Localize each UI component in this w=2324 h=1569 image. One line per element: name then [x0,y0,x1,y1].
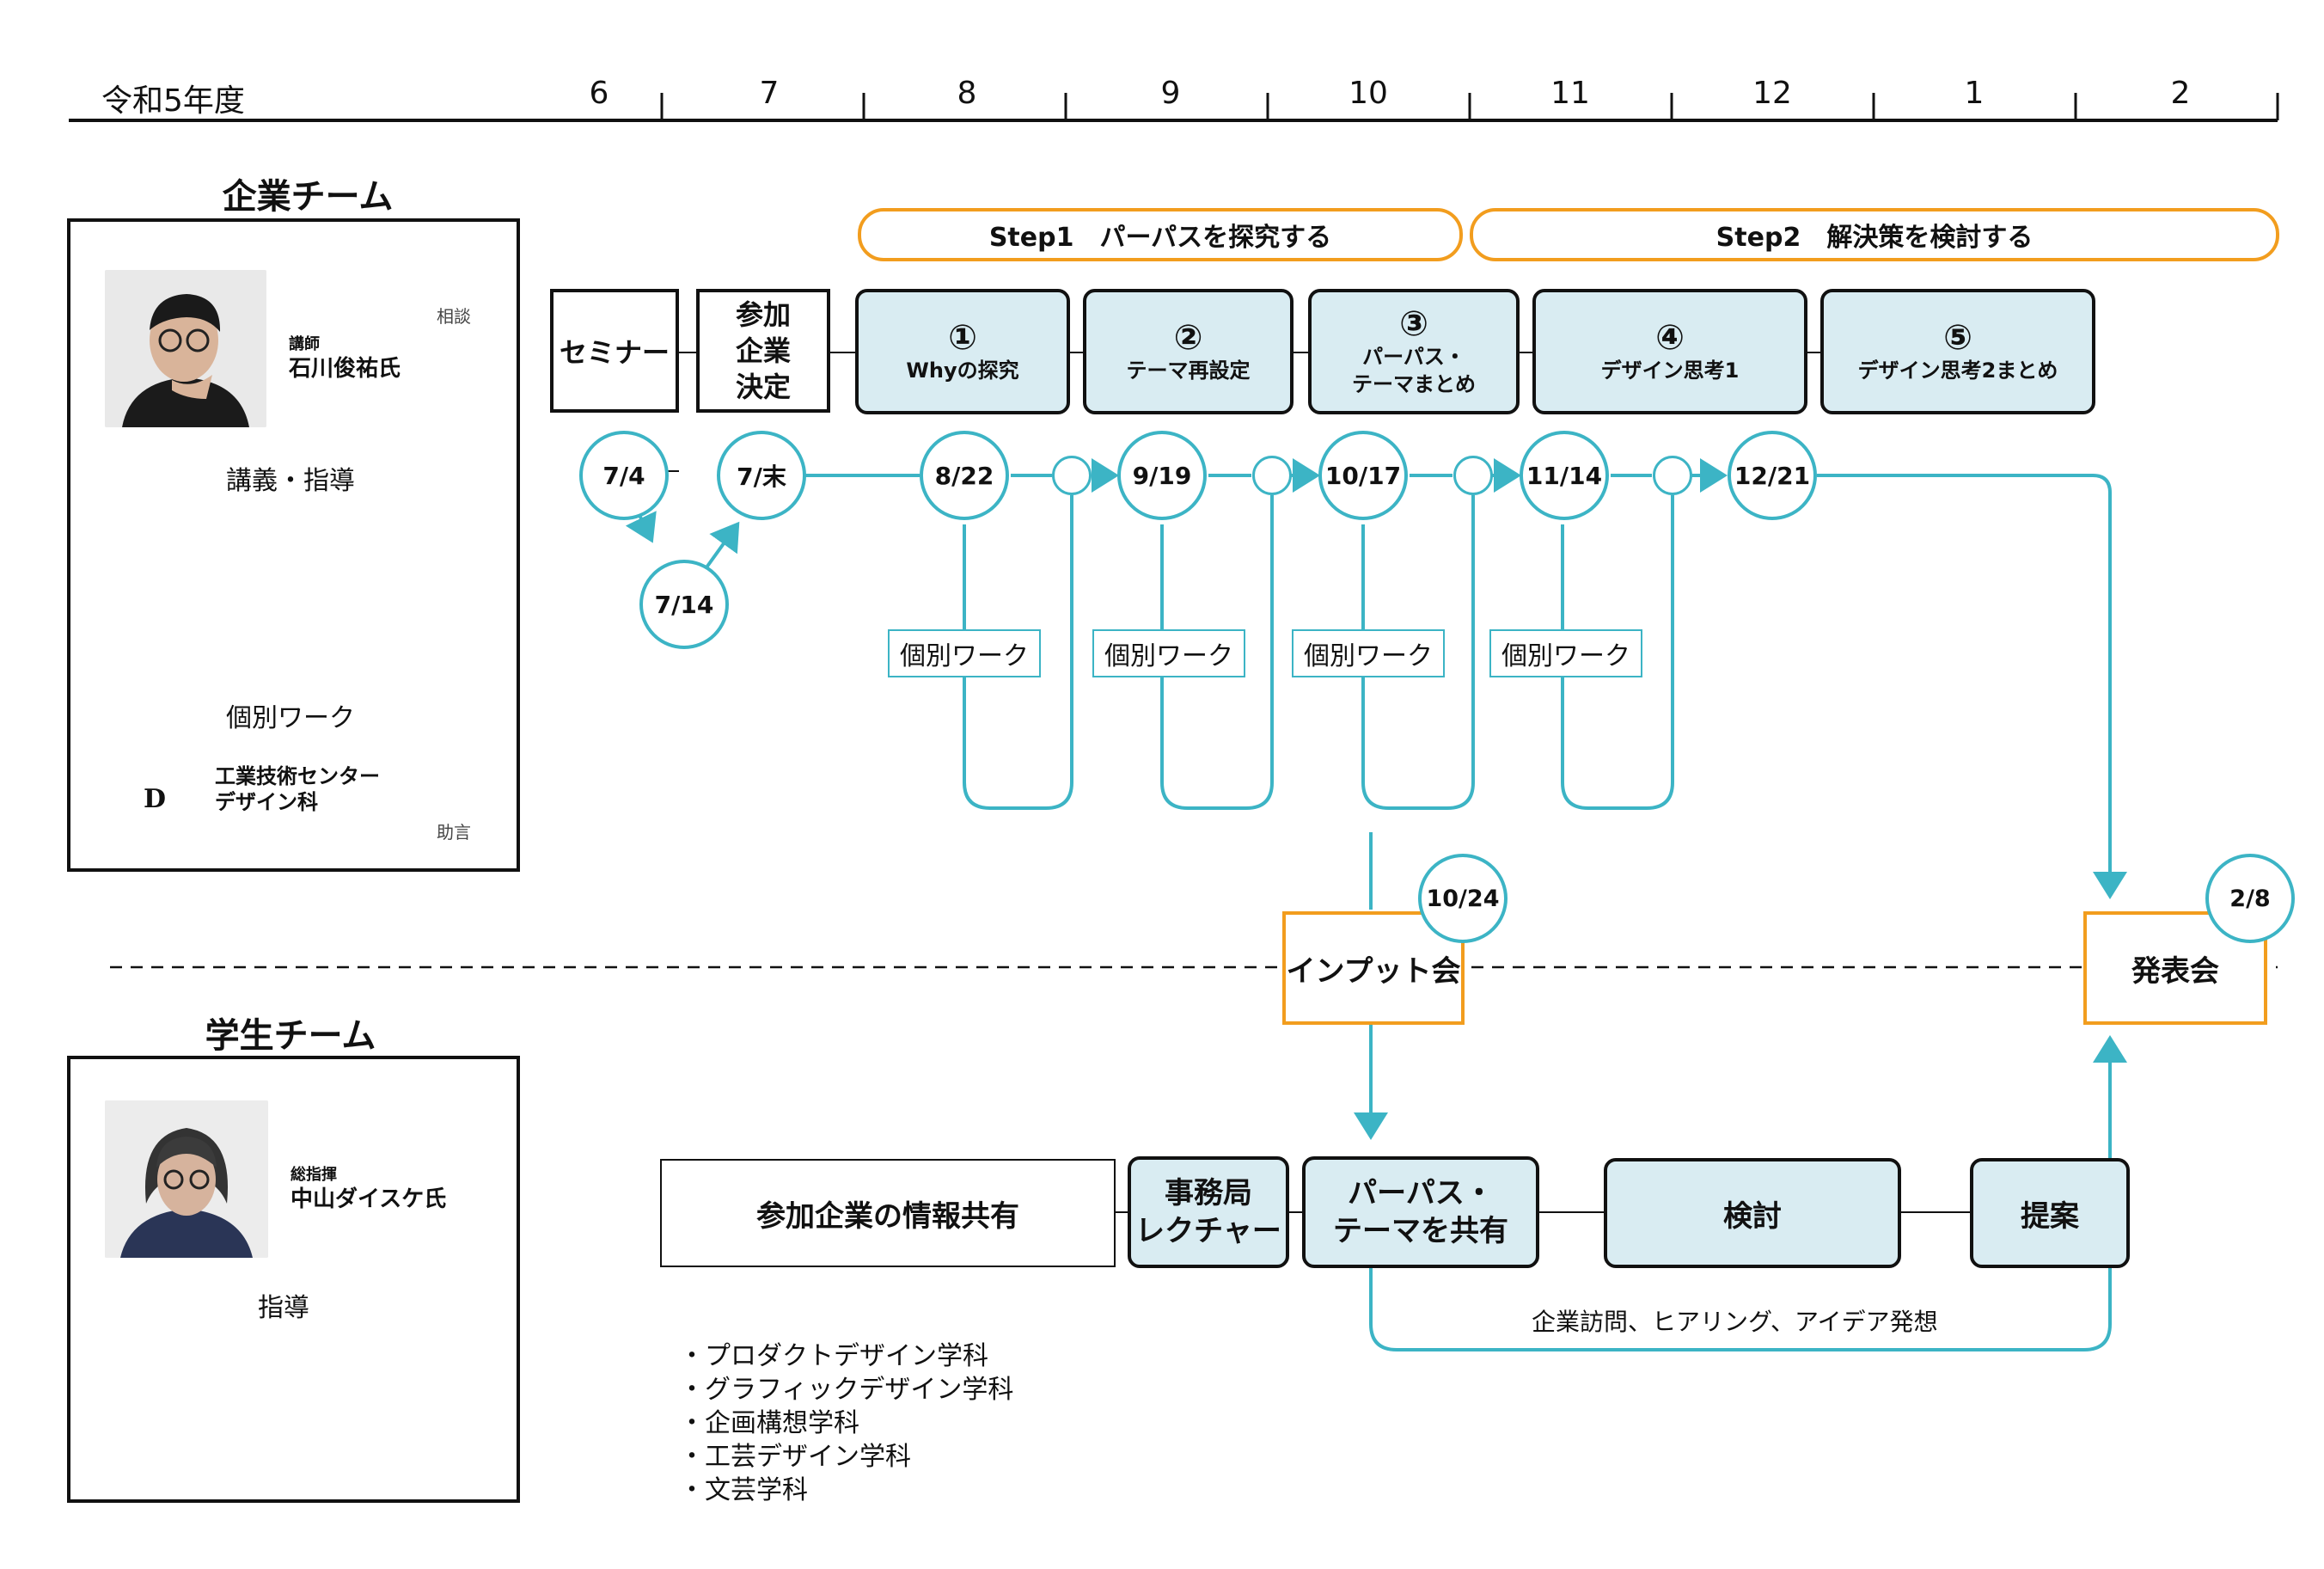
info-share-box: 参加企業の情報共有 [660,1159,1116,1267]
box-line: 決定 [735,371,791,403]
box-line: パーパス・ [1348,1176,1494,1210]
date-circle: 11/14 [1520,431,1609,520]
department-item: ・企画構想学科 [679,1408,859,1438]
company-team-title: 企業チーム [222,177,394,217]
activity-caption: 企業訪問、ヒアリング、アイデア発想 [1532,1308,1938,1336]
share-theme-box: パーパス・ テーマを共有 [1302,1156,1539,1268]
individual-work-label: 個別ワーク [211,696,370,734]
month-label: 2 [2170,76,2191,111]
input-session-date: 10/24 [1418,854,1508,943]
proposal-box: 提案 [1970,1158,2130,1268]
month-label: 6 [589,76,609,111]
director-role: 総指揮 [290,1166,337,1184]
lecturer-name: 石川俊祐氏 [289,356,401,382]
department-list: ・プロダクトデザイン学科 ・グラフィックデザイン学科 ・企画構想学科 ・工芸デザ… [679,1339,1013,1507]
org-name-line: 工業技術センター [215,764,380,788]
step-4-box: ④ デザイン思考1 [1532,289,1807,414]
individual-work-tag: 個別ワーク [1092,629,1245,677]
month-label: 11 [1550,76,1590,111]
lecturer-photo [105,270,266,427]
month-label: 10 [1349,76,1388,111]
director-photo [105,1100,268,1258]
secretariat-lecture-box: 事務局 レクチャー [1128,1156,1289,1268]
step-2-box: ② テーマ再設定 [1083,289,1293,414]
step-label: テーマまとめ [1352,372,1476,396]
step-number: ③ [1399,304,1428,344]
step-label: パーパス・ [1362,345,1465,369]
step-number: ⑤ [1943,318,1972,358]
director-name: 中山ダイスケ氏 [290,1186,447,1212]
step-number: ① [948,318,977,358]
department-item: ・プロダクトデザイン学科 [679,1341,988,1371]
individual-work-tag: 個別ワーク [1489,629,1642,677]
month-axis [69,93,2279,122]
lecture-guidance-label: 講義・指導 [211,459,370,497]
phase-step1: Step1 パーパスを探究する [858,208,1463,261]
guidance-label: 指導 [242,1286,325,1324]
design-dept-name: 工業技術センター デザイン科 [215,763,380,815]
step-5-box: ⑤ デザイン思考2まとめ [1820,289,2095,414]
date-circle: 7/14 [639,560,729,649]
month-label: 9 [1160,76,1181,111]
fiscal-year-label: 令和5年度 [101,83,245,119]
step-1-box: ① Whyの探究 [855,289,1070,414]
date-circle: 7/4 [579,431,669,520]
step-label: デザイン思考1 [1600,359,1740,383]
date-circle: 12/21 [1728,431,1817,520]
student-team-title: 学生チーム [205,1016,376,1056]
month-label: 12 [1752,76,1792,111]
junction-circle [1453,456,1493,495]
review-box: 検討 [1604,1158,1901,1268]
date-circle: 7/末 [717,431,806,520]
advice-label: 助言 [437,822,471,843]
department-item: ・グラフィックデザイン学科 [679,1375,1014,1405]
box-line: レクチャー [1135,1214,1281,1248]
box-line: テーマを共有 [1333,1214,1508,1248]
department-item: ・工芸デザイン学科 [679,1442,911,1472]
step-label: Whyの探究 [906,359,1019,383]
date-circle: 10/17 [1318,431,1408,520]
company-decision-box: 参加 企業 決定 [696,289,830,413]
step-number: ② [1173,318,1203,358]
month-label: 8 [957,76,977,111]
final-presentation-date: 2/8 [2205,854,2295,943]
month-label: 7 [759,76,780,111]
org-name-line: デザイン科 [215,790,318,814]
lecturer-role: 講師 [289,335,320,353]
month-label: 1 [1964,76,1985,111]
company-team-panel [67,218,520,872]
junction-circle [1653,456,1692,495]
step-3-box: ③ パーパス・ テーマまとめ [1308,289,1520,414]
step-label: デザイン思考2まとめ [1857,359,2058,383]
consult-label: 相談 [437,306,471,327]
individual-work-tag: 個別ワーク [1292,629,1445,677]
individual-work-tag: 個別ワーク [888,629,1041,677]
junction-circle [1052,456,1092,495]
date-circle: 8/22 [920,431,1009,520]
date-circle: 9/19 [1117,431,1207,520]
student-connectors [660,470,1970,1213]
step-label: テーマ再設定 [1126,359,1251,383]
phase-step2: Step2 解決策を検討する [1470,208,2279,261]
step-number: ④ [1655,318,1685,358]
box-line: 参加 [735,298,791,331]
box-line: 事務局 [1165,1176,1252,1210]
box-line: 企業 [735,334,791,367]
department-item: ・文芸学科 [679,1475,808,1505]
junction-circle [1252,456,1292,495]
seminar-box: セミナー [550,289,679,413]
design-dept-logo-letter: D [143,784,166,814]
